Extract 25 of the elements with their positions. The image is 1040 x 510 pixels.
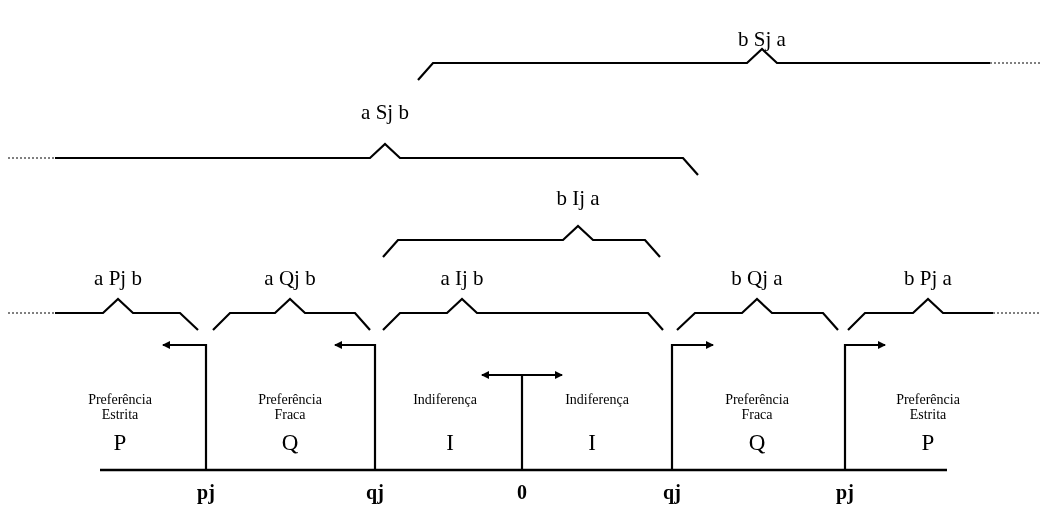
region-label: Indiferença <box>412 392 478 408</box>
relation-label: a Sj b <box>361 101 409 125</box>
region-letter: I <box>446 430 454 456</box>
relation-label: a Qj b <box>264 267 316 291</box>
region-label: Indiferença <box>564 392 630 408</box>
relation-label: b Sj a <box>738 28 786 52</box>
region-label: Preferência Estrita <box>895 392 961 423</box>
relation-label: a Ij b <box>440 267 484 291</box>
region-letter: I <box>588 430 596 456</box>
axis-tick-label: pj <box>197 481 215 503</box>
axis-tick-label: qj <box>366 481 384 503</box>
relation-label: b Pj a <box>904 267 952 291</box>
region-label: Preferência Fraca <box>257 392 323 423</box>
axis-tick-label: 0 <box>517 481 527 503</box>
region-letter: P <box>113 430 127 456</box>
relation-label: a Pj b <box>94 267 142 291</box>
region-letter: Q <box>281 430 299 456</box>
axis-tick-label: pj <box>836 481 854 503</box>
region-label: Preferência Fraca <box>724 392 790 423</box>
relation-label: b Ij a <box>556 187 600 211</box>
region-label: Preferência Estrita <box>87 392 153 423</box>
relation-label: b Qj a <box>731 267 783 291</box>
region-letter: Q <box>748 430 766 456</box>
axis-tick-label: qj <box>663 481 681 503</box>
region-letter: P <box>921 430 935 456</box>
